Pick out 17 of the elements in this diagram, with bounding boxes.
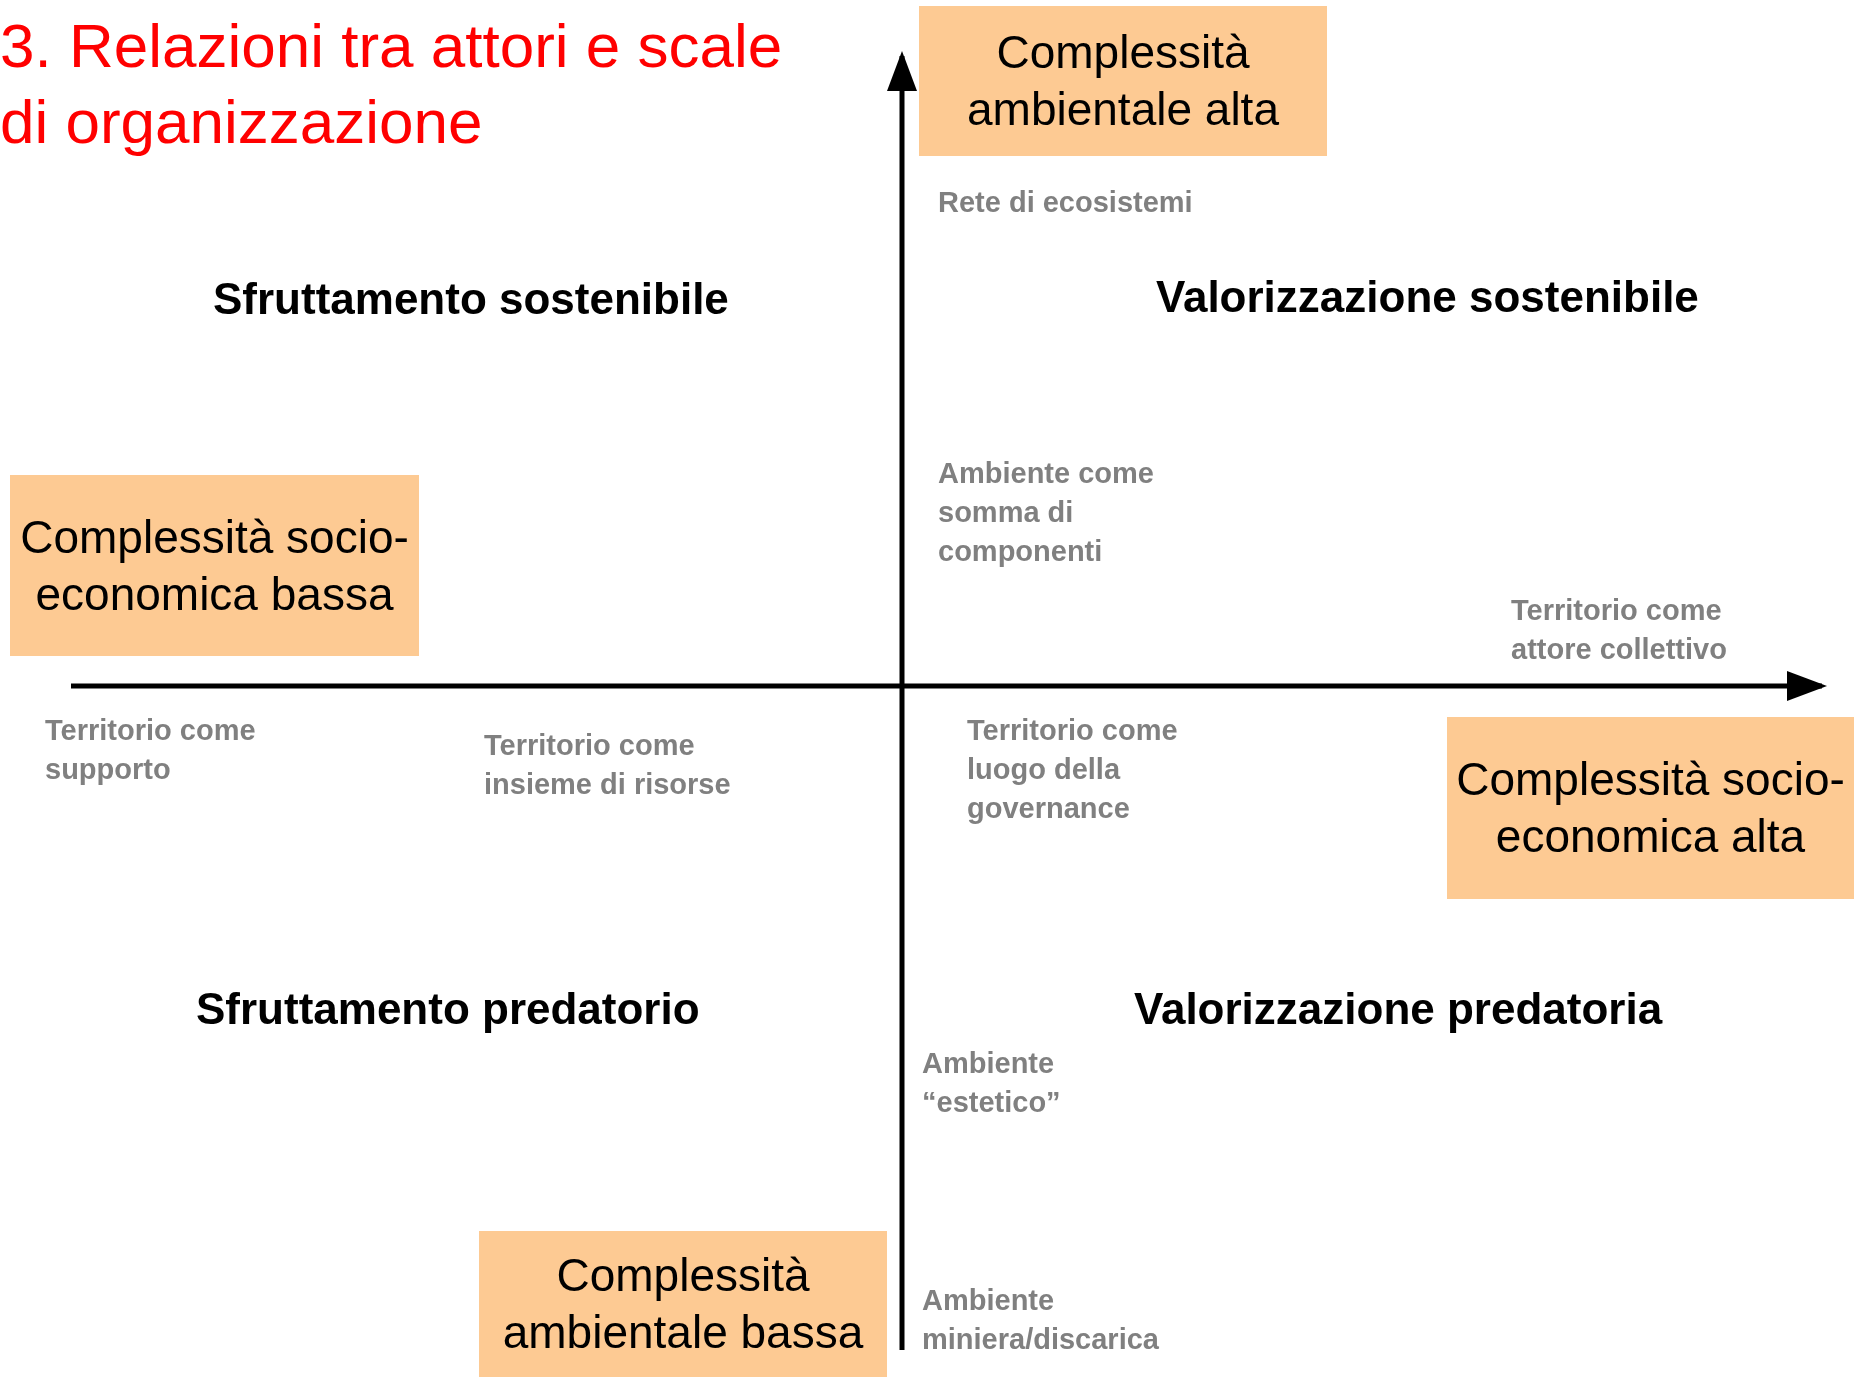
quadrant-title: Valorizzazione predatoria (1134, 984, 1663, 1034)
axis-annotation: Ambiente miniera/discarica (922, 1283, 1160, 1357)
axis-annotation: Territorio come attore collettivo (1511, 593, 1728, 667)
axis-annotation: Rete di ecosistemi (938, 185, 1194, 220)
axis-annotation: Ambiente “estetico” (922, 1046, 1062, 1120)
category-box: Complessità socio-economica alta (1447, 717, 1854, 899)
quadrant-title: Sfruttamento predatorio (196, 984, 700, 1034)
category-box: Complessità ambientale bassa (479, 1231, 887, 1377)
axis-annotation: Territorio come insieme di risorse (484, 728, 732, 802)
axis-annotation: Territorio come luogo della governance (967, 713, 1179, 826)
category-box: Complessità ambientale alta (919, 6, 1327, 156)
axis-annotation: Territorio come supporto (45, 713, 257, 787)
quadrant-title: Sfruttamento sostenibile (213, 274, 729, 324)
title: 3. Relazioni tra attori e scale di organizzazione (0, 10, 784, 158)
category-box: Complessità socio-economica bassa (10, 475, 419, 656)
axis-annotation: Ambiente come somma di componenti (938, 456, 1155, 569)
quadrant-title: Valorizzazione sostenibile (1156, 272, 1699, 322)
